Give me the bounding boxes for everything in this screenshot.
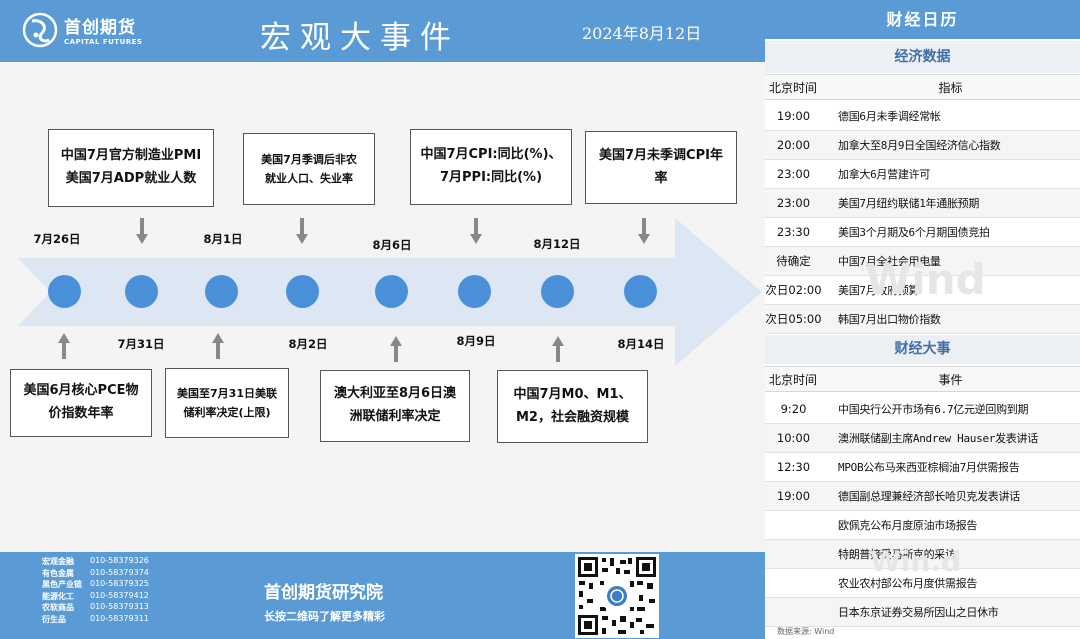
event-row: 欧佩克公布月度原油市场报告 <box>765 511 1080 540</box>
econ-row: 待确定中国7月全社会用电量 <box>765 247 1080 276</box>
timeline-node-8 <box>624 275 657 308</box>
timeline-node-3 <box>205 275 238 308</box>
event-box-bottom-4: 中国7月M0、M1、M2，社会融资规模 <box>497 370 648 443</box>
arrow-down-icon <box>136 218 148 244</box>
timeline-node-6 <box>458 275 491 308</box>
institute-name: 首创期货研究院 <box>264 583 383 603</box>
timeline-node-1 <box>48 275 81 308</box>
event-box-top-2: 美国7月季调后非农就业人口、失业率 <box>243 133 375 205</box>
events-section-title: 财经大事 <box>765 335 1080 364</box>
company-logo: 首创期货 CAPITAL FUTURES <box>22 9 182 53</box>
event-box-top-3: 中国7月CPI:同比(%)、7月PPI:同比(%) <box>410 129 572 205</box>
date-label-4: 8月2日 <box>288 337 328 351</box>
arrow-up-icon <box>212 333 224 359</box>
qr-code-icon[interactable] <box>575 554 659 638</box>
arrow-down-icon <box>638 218 650 244</box>
timeline-node-5 <box>375 275 408 308</box>
econ-header-indicator: 指标 <box>938 81 963 95</box>
date-label-2: 7月31日 <box>117 337 165 351</box>
arrow-down-icon <box>470 218 482 244</box>
logo-english-name: CAPITAL FUTURES <box>64 38 143 46</box>
date-label-5: 8月6日 <box>372 238 412 252</box>
timeline-node-7 <box>541 275 574 308</box>
arrow-up-icon <box>552 336 564 362</box>
econ-table-header: 北京时间 指标 <box>765 74 1080 100</box>
calendar-title: 财经日历 <box>765 0 1080 39</box>
events-table-header: 北京时间 事件 <box>765 366 1080 392</box>
events-header-event: 事件 <box>938 373 963 387</box>
timeline-node-4 <box>286 275 319 308</box>
wind-watermark-logo: Wind <box>865 255 986 304</box>
event-row: 特朗普接受马斯克的采访 <box>765 540 1080 569</box>
date-label-1: 7月26日 <box>33 232 81 246</box>
date-label-7: 8月12日 <box>533 237 581 251</box>
date-label-8: 8月14日 <box>617 337 665 351</box>
event-row: 日本东京证券交易所因山之日休市 <box>765 598 1080 627</box>
arrow-down-icon <box>296 218 308 244</box>
event-box-bottom-1: 美国6月核心PCE物价指数年率 <box>10 369 152 437</box>
econ-header-time: 北京时间 <box>768 81 817 95</box>
events-header-time: 北京时间 <box>768 373 817 387</box>
institute-tagline: 长按二维码了解更多精彩 <box>264 610 385 623</box>
date-label-3: 8月1日 <box>203 232 243 246</box>
arrow-up-icon <box>390 336 402 362</box>
report-date: 2024年8月12日 <box>582 24 702 43</box>
arrow-up-icon <box>58 333 70 359</box>
timeline-arrow <box>18 218 762 366</box>
wind-watermark-logo: Win.d <box>870 545 962 578</box>
page-title: 宏观大事件 <box>260 20 460 56</box>
data-source-note: 数据来源: Wind <box>777 627 835 636</box>
econ-data-section-title: 经济数据 <box>765 41 1080 73</box>
logo-chinese-name: 首创期货 <box>64 18 136 38</box>
event-row: 农业农村部公布月度供需报告 <box>765 569 1080 598</box>
timeline-node-2 <box>125 275 158 308</box>
macro-events-panel: 首创期货 CAPITAL FUTURES 宏观大事件 2024年8月12日 7月… <box>0 0 765 639</box>
header-bar: 首创期货 CAPITAL FUTURES 宏观大事件 2024年8月12日 <box>0 0 765 62</box>
event-box-bottom-3: 澳大利亚至8月6日澳洲联储利率决定 <box>320 370 470 442</box>
event-box-top-4: 美国7月未季调CPI年率 <box>585 131 737 204</box>
logo-emblem-icon <box>22 12 58 48</box>
event-box-bottom-2: 美国至7月31日美联储利率决定(上限) <box>165 368 289 438</box>
date-label-6: 8月9日 <box>456 334 496 348</box>
